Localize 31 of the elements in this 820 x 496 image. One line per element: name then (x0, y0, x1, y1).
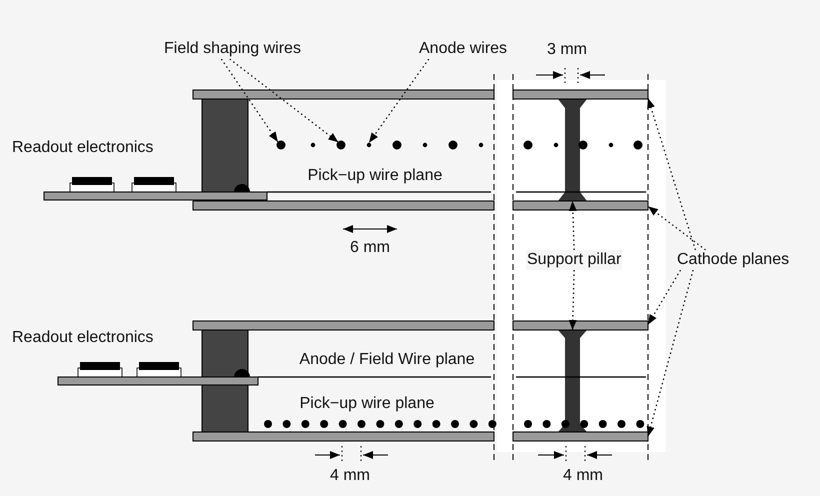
leader-line (229, 58, 339, 143)
dimension-label: 4 mm (330, 466, 370, 486)
dimension-label: 3 mm (547, 40, 587, 60)
field-wire-dot (336, 140, 346, 150)
dimension-label: 6 mm (350, 238, 390, 258)
leader-line (647, 98, 696, 250)
leader-line (368, 58, 430, 144)
leader-line (220, 58, 278, 142)
callout-label: Support pillar (526, 250, 622, 270)
support-pillar (558, 99, 587, 201)
part-label: Anode / Field Wire plane (299, 350, 475, 370)
part-label: Pick−up wire plane (300, 394, 434, 414)
cathode-plane (512, 90, 648, 100)
field-wire-dot (276, 140, 286, 150)
callout-label: Field shaping wires (163, 39, 302, 59)
cathode-plane (512, 200, 648, 210)
dimension-label: 4 mm (563, 466, 603, 486)
part-label: Pick−up wire plane (308, 166, 442, 186)
leader-line (646, 270, 694, 437)
callout-label: Anode wires (418, 39, 508, 59)
part-label: Readout electronics (12, 138, 154, 158)
callout-label: Cathode planes (676, 250, 790, 270)
cathode-plane (512, 432, 648, 442)
leader-line (568, 270, 577, 330)
anode-wire-dot (366, 142, 372, 148)
cathode-plane (512, 320, 648, 330)
part-label: Readout electronics (12, 328, 154, 348)
leader-line (568, 200, 577, 250)
leader-line (648, 206, 706, 250)
support-pillar (558, 330, 587, 432)
leader-line (647, 270, 682, 325)
